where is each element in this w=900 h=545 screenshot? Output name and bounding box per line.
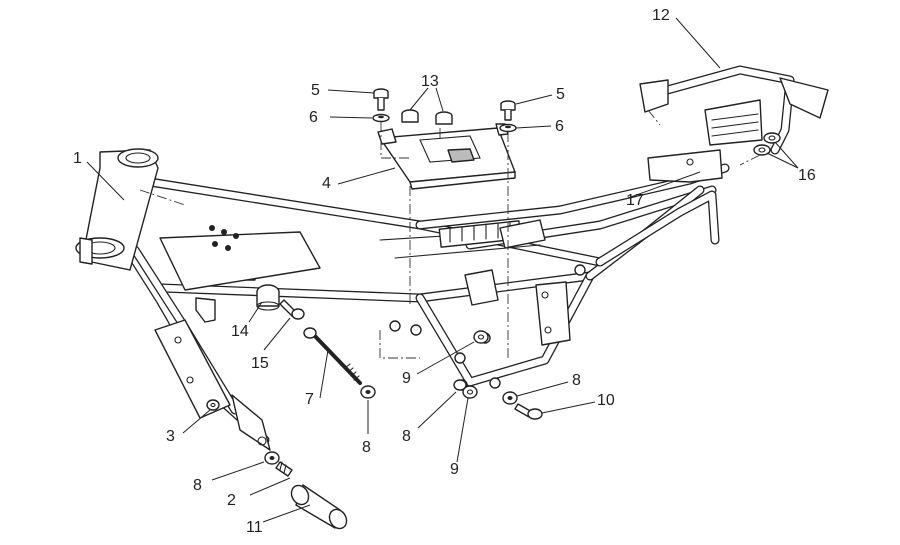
callout-5-right: 5 <box>556 86 565 103</box>
spacer <box>256 284 280 311</box>
callout-16: 16 <box>798 167 816 184</box>
frame-gusset <box>159 225 321 291</box>
screw-right <box>500 100 516 121</box>
rear-subframe-bracket <box>647 149 723 183</box>
steering-head <box>75 148 159 271</box>
callout-3: 3 <box>166 428 175 445</box>
rubber-grommets <box>401 109 453 125</box>
callout-6-left: 6 <box>309 109 318 126</box>
nut-3 <box>206 399 220 411</box>
callout-17: 17 <box>626 192 644 209</box>
rear-grab-rail <box>639 65 829 155</box>
callout-4: 4 <box>322 175 331 192</box>
screw-left <box>373 88 389 111</box>
callout-9-lower: 9 <box>450 461 459 478</box>
battery-tray <box>377 123 516 190</box>
washer-8-center <box>360 385 376 399</box>
callout-12: 12 <box>652 7 670 24</box>
callout-14: 14 <box>231 323 249 340</box>
callout-labels: 1 2 3 4 5 5 6 6 7 8 8 8 8 9 9 10 11 12 1… <box>73 7 816 536</box>
callout-10: 10 <box>597 392 615 409</box>
washer-left <box>372 113 390 123</box>
main-frame <box>117 163 730 445</box>
nut-9-upper <box>473 330 489 344</box>
callout-15: 15 <box>251 355 269 372</box>
screw-15 <box>279 299 305 320</box>
footrest-mount <box>154 297 271 451</box>
alignment-lines <box>139 109 761 360</box>
callout-9-upper: 9 <box>402 370 411 387</box>
nut-9-lower <box>462 385 478 399</box>
washer-8-left <box>264 451 280 465</box>
footrest-rubber <box>290 484 348 530</box>
callout-5-left: 5 <box>311 82 320 99</box>
long-bolt <box>303 327 362 385</box>
callout-2: 2 <box>227 492 236 509</box>
washer-right <box>499 123 517 133</box>
callout-8-center: 8 <box>362 439 371 456</box>
washer-8-lower <box>453 379 467 391</box>
callout-leaders <box>86 17 799 523</box>
callout-7: 7 <box>305 391 314 408</box>
callout-8-left: 8 <box>193 477 202 494</box>
nuts-16 <box>753 132 781 156</box>
callout-11: 11 <box>246 519 263 536</box>
washer-8-right <box>502 391 518 405</box>
rubber-bushing <box>275 461 293 477</box>
callout-6-right: 6 <box>555 118 564 135</box>
callout-8-lower: 8 <box>402 428 411 445</box>
bolt-10 <box>514 403 543 420</box>
callout-8-right: 8 <box>572 372 581 389</box>
callout-13: 13 <box>421 73 439 90</box>
callout-1: 1 <box>73 150 82 167</box>
